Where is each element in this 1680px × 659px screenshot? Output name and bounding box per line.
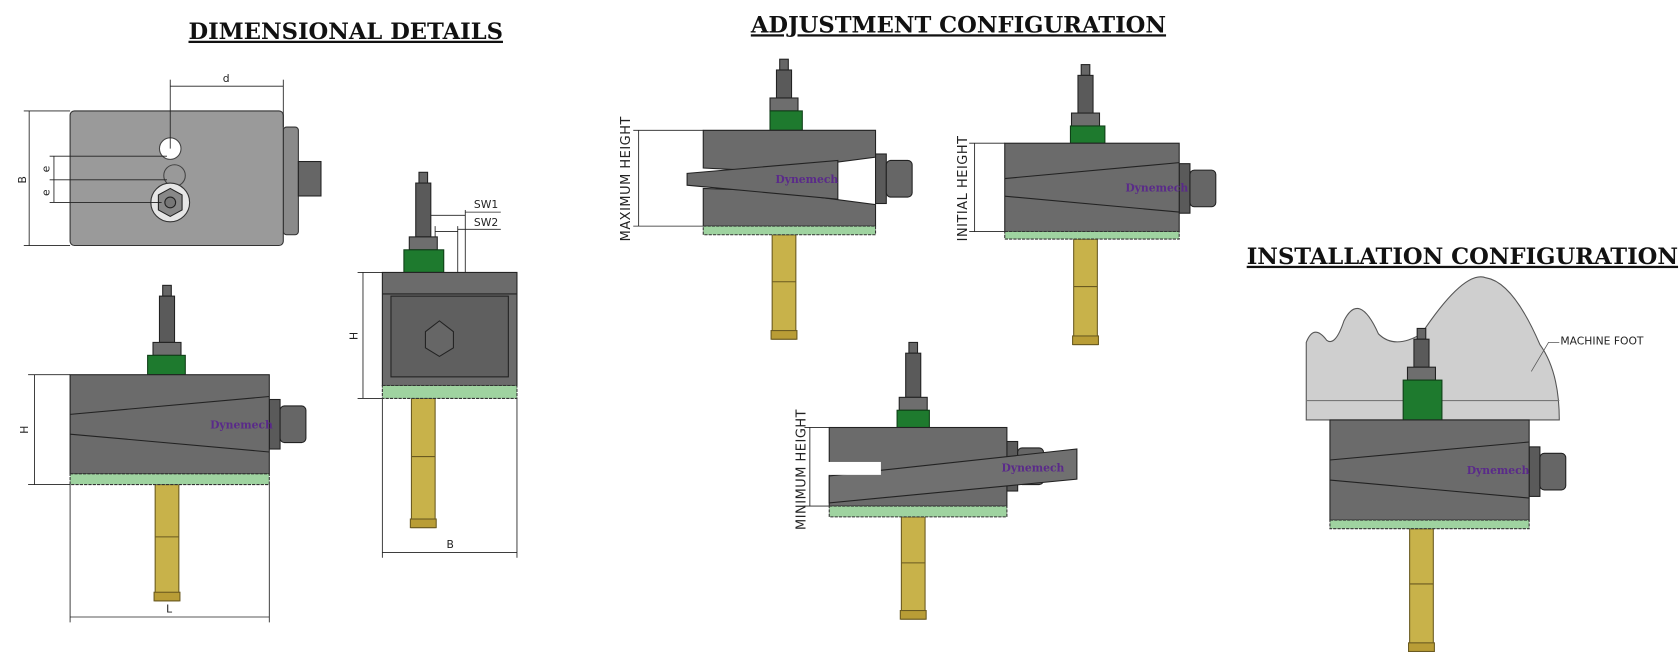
stud-tip (162, 284, 172, 297)
stud-tip (1080, 64, 1091, 76)
adjuster-plate (1528, 446, 1541, 497)
top-view-side-nut (297, 160, 322, 197)
wedge-line-lower (1004, 195, 1180, 213)
initial-height-mount: Dynemech (1004, 64, 1217, 346)
adjuster-hex-nut (279, 405, 307, 444)
dynemech-logo: Dynemech (1467, 464, 1530, 477)
top-view-dimension-lines (23, 79, 284, 246)
sliding-wedge (686, 159, 839, 200)
wedge-line-lower (70, 433, 270, 453)
machine-foot (1305, 276, 1560, 421)
anchor-tip (770, 330, 798, 340)
threaded-stud (1413, 338, 1430, 368)
dimension-e-label-2: e (40, 189, 53, 196)
machine-foot-label: MACHINE FOOT (1560, 335, 1644, 348)
threaded-stud (905, 352, 922, 398)
lock-nut (152, 341, 182, 356)
maximum-height-label: MAXIMUM HEIGHT (619, 116, 634, 241)
dynemech-logo: Dynemech (775, 173, 838, 186)
minimum-height-mount: Dynemech (827, 341, 1078, 620)
dimension-h-label-front: H (18, 426, 31, 434)
anchor-bolt (771, 234, 797, 340)
mount-body (69, 374, 270, 475)
anchor-tip (899, 610, 927, 620)
anchor-bolt (410, 397, 436, 529)
maximum-height-mount: Dynemech (686, 58, 913, 340)
green-washer (147, 354, 186, 376)
adjuster-hex-end (424, 320, 454, 358)
wedge-line-upper (1004, 162, 1180, 180)
lock-nut (769, 97, 799, 112)
rubber-base-pad (69, 473, 270, 486)
dynemech-logo: Dynemech (1125, 182, 1188, 195)
side-view-mount (381, 171, 518, 529)
dimension-d-label: d (223, 72, 230, 85)
adjuster-hex-nut (885, 159, 913, 198)
dimension-e-label-1: e (40, 165, 53, 172)
stud-tip (1416, 327, 1427, 340)
top-view: d B e e (16, 72, 322, 247)
dynemech-logo: Dynemech (1002, 462, 1065, 475)
anchor-bolt (1409, 528, 1434, 653)
dimension-b-label-side: B (447, 538, 454, 551)
dimension-sw2-label: SW2 (474, 216, 498, 229)
lock-nut (1070, 112, 1101, 127)
dimension-b-label-top: B (16, 176, 29, 183)
stud-tip (779, 58, 789, 71)
threaded-stud (775, 69, 793, 99)
anchor-bolt (1073, 238, 1098, 346)
title-dimensional-details: DIMENSIONAL DETAILS (189, 19, 503, 45)
dynemech-logo: Dynemech (210, 419, 273, 432)
rubber-base-pad (1004, 230, 1180, 240)
top-view-stud (164, 196, 177, 209)
lock-nut (408, 236, 438, 251)
mount-body (1329, 419, 1530, 521)
threaded-stud (158, 295, 176, 343)
rubber-base-pad (381, 384, 518, 399)
anchor-tip (1072, 335, 1099, 346)
green-washer (403, 249, 445, 273)
rubber-base-pad (702, 225, 877, 236)
dimension-sw1-label: SW1 (474, 198, 498, 211)
top-view-side-plate (282, 126, 299, 236)
stud-tip (418, 171, 429, 184)
adjuster-hex-nut (1539, 452, 1567, 491)
anchor-tip (409, 518, 437, 529)
wedge-gap (827, 461, 881, 475)
adjuster-plate (874, 153, 887, 205)
anchor-tip (1408, 642, 1435, 653)
stud-tip (908, 341, 919, 354)
wedge-line-upper (1329, 441, 1530, 461)
wedge-line-upper (70, 395, 270, 415)
wedge-line-lower (1329, 479, 1530, 499)
green-washer (1402, 379, 1443, 421)
dimension-h-label-side: H (348, 332, 361, 340)
green-washer (896, 409, 930, 429)
rubber-base-pad (828, 505, 1008, 518)
sliding-wedge (828, 448, 1078, 504)
minimum-height-label: MINIMUM HEIGHT (795, 409, 810, 530)
front-view-dimension-lines (28, 374, 270, 623)
green-washer (769, 110, 803, 131)
lock-nut (1406, 366, 1437, 381)
threaded-stud (1077, 74, 1094, 114)
initial-height-label: INITIAL HEIGHT (956, 136, 971, 242)
anchor-tip (153, 591, 181, 602)
dimension-l-label: L (166, 603, 172, 616)
threaded-stud (415, 182, 432, 238)
title-adjustment-configuration: ADJUSTMENT CONFIGURATION (750, 12, 1166, 38)
machine-foot-leader (1530, 342, 1560, 372)
anchor-bolt (154, 484, 180, 602)
front-view-mount: Dynemech (69, 284, 307, 602)
green-washer (1069, 125, 1106, 144)
title-installation-configuration: INSTALLATION CONFIGURATION (1247, 244, 1678, 270)
anchor-bolt (900, 516, 926, 620)
rubber-base-pad (1329, 519, 1530, 530)
adjuster-hex-nut (1189, 169, 1217, 208)
lock-nut (898, 396, 928, 411)
installation-mount: Dynemech (1329, 327, 1567, 653)
adjustment-dimension-lines (633, 129, 1005, 507)
